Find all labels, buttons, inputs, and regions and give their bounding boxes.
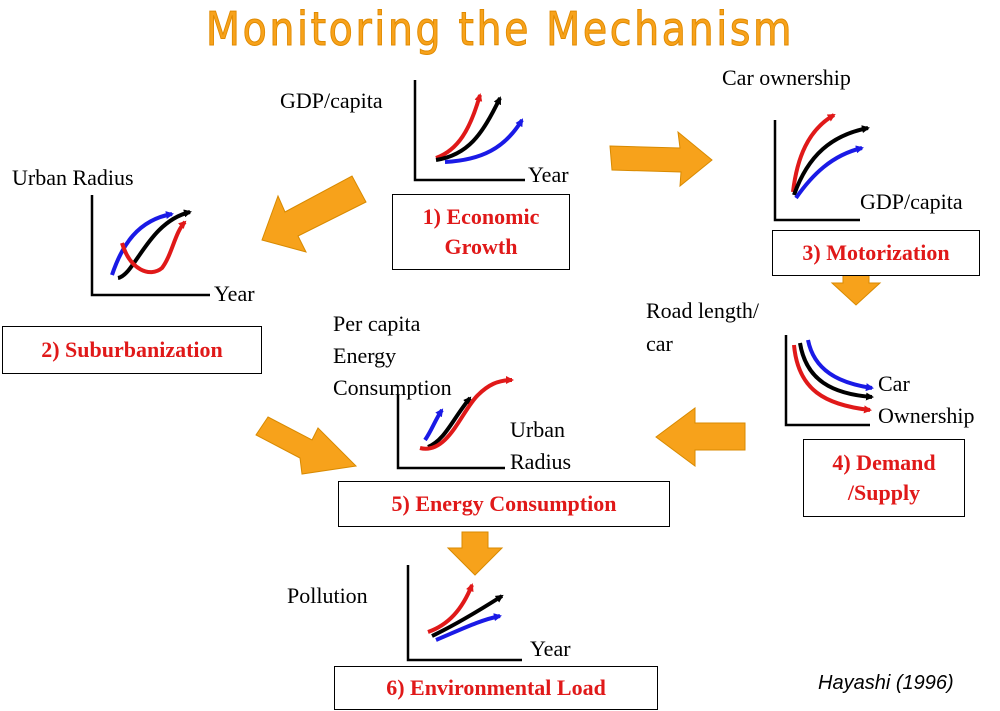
series-black-line — [792, 125, 870, 196]
flow-arrow-motorization-to-demand — [830, 272, 882, 306]
axes — [406, 565, 522, 662]
citation: Hayashi (1996) — [818, 672, 954, 694]
x-label-gdp-capita: GDP/capita — [860, 189, 963, 214]
x-label-year: Year — [214, 281, 255, 306]
x-label-car-ownership-line1: Car — [878, 371, 910, 396]
y-label-gdp-capita: GDP/capita — [280, 88, 383, 113]
box-label-line1: 4) Demand — [832, 450, 936, 475]
axes — [90, 195, 210, 297]
box-demand-supply: 4) Demand /Supply — [803, 439, 965, 517]
axes — [784, 335, 870, 427]
flow-arrow-growth-to-suburbanization — [261, 175, 367, 253]
y-label-road-length-line2: car — [646, 331, 673, 356]
graph-economic-growth — [413, 80, 525, 182]
flow-arrow-suburbanization-to-energy — [255, 416, 358, 475]
flow-arrow-growth-to-motorization — [609, 130, 713, 188]
series-blue-line — [444, 118, 524, 164]
y-label-pollution: Pollution — [287, 583, 368, 608]
graph-motorization — [773, 113, 870, 222]
box-label: 5) Energy Consumption — [391, 491, 617, 516]
graph-suburbanization — [90, 195, 210, 297]
x-label-year: Year — [530, 636, 571, 661]
slide-title: Monitoring the Mechanism — [205, 2, 795, 57]
y-label-car-ownership: Car ownership — [722, 65, 851, 90]
box-label-line2: /Supply — [847, 480, 921, 505]
graph-energy-consumption — [396, 376, 514, 470]
axes — [773, 120, 860, 222]
series-red-line — [419, 376, 514, 451]
series-black-line — [798, 342, 874, 401]
box-environmental-load: 6) Environmental Load — [334, 666, 658, 710]
axes — [396, 395, 505, 470]
series-blue-line — [423, 408, 444, 442]
graph-demand-supply — [784, 335, 874, 427]
x-label-car-ownership-line2: Ownership — [878, 403, 975, 428]
box-label: 3) Motorization — [802, 240, 950, 265]
y-label-road-length-line1: Road length/ — [646, 298, 760, 323]
series-blue-line — [110, 211, 174, 276]
series-red-line — [427, 583, 474, 634]
series-blue-line — [435, 613, 502, 642]
y-label-urban-radius: Urban Radius — [12, 165, 134, 190]
y-label-energy-line1: Per capita — [333, 311, 421, 336]
series-black-line — [117, 209, 192, 280]
x-label-urban-radius-line1: Urban — [510, 417, 565, 442]
box-suburbanization: 2) Suburbanization — [2, 326, 262, 374]
graph-environmental-load — [406, 565, 522, 662]
y-label-energy-line3: Consumption — [333, 375, 452, 400]
y-label-energy-line2: Energy — [333, 343, 397, 368]
x-label-year: Year — [528, 162, 569, 187]
flow-arrow-demand-to-energy — [655, 407, 746, 467]
series-red-line — [435, 93, 483, 160]
box-label: 2) Suburbanization — [41, 337, 223, 362]
series-black-line — [431, 594, 504, 638]
series-blue-line — [806, 339, 874, 392]
series-black-line — [435, 96, 502, 162]
series-red-line — [120, 220, 187, 274]
box-label: 1) Economic Growth — [422, 204, 540, 259]
box-economic-growth: 1) Economic Growth — [392, 194, 570, 270]
flow-arrow-energy-to-environment — [446, 531, 504, 576]
series-black-line — [427, 396, 472, 449]
series-red-line — [792, 344, 872, 414]
series-red-line — [791, 113, 836, 193]
box-label: 6) Environmental Load — [386, 675, 606, 700]
axes — [413, 80, 525, 182]
box-energy-consumption: 5) Energy Consumption — [338, 481, 670, 527]
x-label-urban-radius-line2: Radius — [510, 449, 572, 474]
box-motorization: 3) Motorization — [772, 230, 980, 276]
series-blue-line — [794, 145, 864, 200]
